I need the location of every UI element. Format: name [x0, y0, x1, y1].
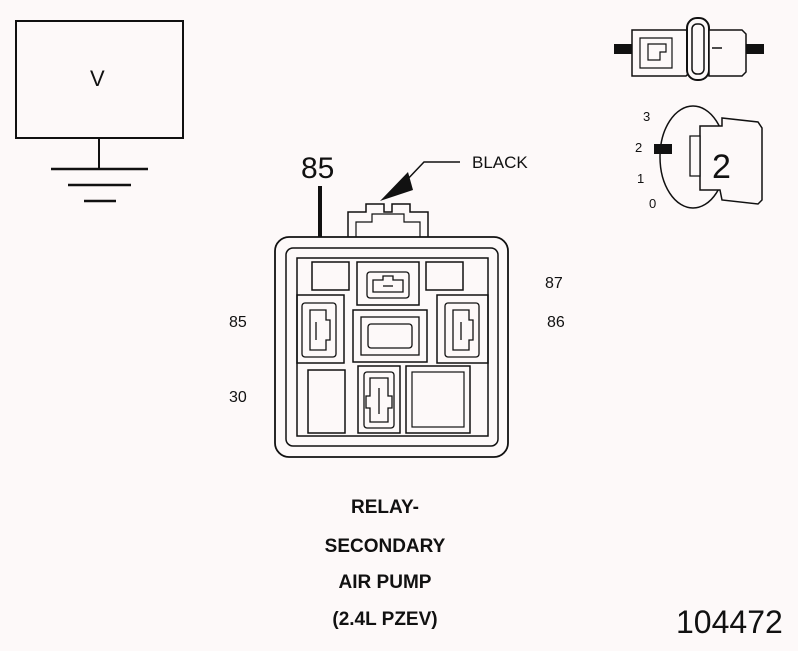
cavity-top-right	[425, 261, 464, 291]
connector-latch	[347, 203, 429, 237]
terminal-center	[360, 316, 420, 356]
terminal-85	[301, 302, 337, 358]
title-line-4: (2.4L PZEV)	[332, 609, 438, 630]
wire-color-label: BLACK	[472, 153, 528, 172]
cavity-bottom-right	[405, 365, 471, 434]
figure-number: 104472	[676, 604, 783, 640]
title-line-3: AIR PUMP	[338, 572, 432, 593]
connector-side-view-icon	[614, 17, 764, 81]
pin-label-86: 86	[547, 314, 565, 331]
title-line-2: SECONDARY	[324, 536, 446, 557]
connector-latch-inner	[355, 213, 421, 237]
pin-label-85: 85	[229, 314, 247, 331]
cavity-center	[352, 309, 428, 363]
cavity-86	[436, 294, 489, 364]
cavity-87	[356, 261, 420, 306]
cavity-85	[296, 294, 345, 364]
key-position-0: 0	[649, 196, 657, 211]
black-leader-line	[380, 161, 460, 201]
title-line-1: RELAY-	[351, 497, 419, 518]
connector-inner-shell	[285, 247, 499, 447]
terminal-86	[444, 302, 480, 358]
cavity-bottom-right-inner	[411, 371, 465, 428]
pin-label-30: 30	[229, 389, 247, 406]
pin-85-callout-number: 85	[301, 152, 335, 185]
cavity-30	[307, 369, 346, 434]
cavity-bottom-center	[357, 365, 401, 434]
key-position-2: 2	[635, 140, 643, 155]
pin-label-87: 87	[545, 275, 563, 292]
key-selected-position: 2	[712, 148, 731, 186]
voltage-ground-symbol	[15, 20, 184, 203]
voltage-label: V	[90, 66, 105, 91]
terminal-30	[363, 371, 395, 429]
connector-body	[274, 203, 509, 458]
key-position-3: 3	[643, 109, 651, 124]
terminal-87	[366, 271, 410, 299]
cavity-top-left	[311, 261, 350, 291]
connector-position-key-icon	[654, 105, 763, 209]
key-position-1: 1	[637, 171, 645, 186]
connector-outer-shell	[274, 236, 509, 458]
